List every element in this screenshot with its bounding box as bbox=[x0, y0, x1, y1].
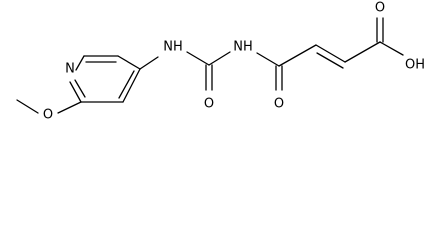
bond bbox=[75, 55, 85, 71]
bond bbox=[74, 79, 86, 98]
bond bbox=[256, 52, 280, 67]
atom-label-methoxy-o: O bbox=[43, 108, 53, 123]
bond bbox=[316, 52, 344, 69]
chemical-structure: N O NH O NH O O OH bbox=[16, 1, 425, 123]
urea-linker bbox=[139, 51, 231, 91]
atom-label-imide-nh: NH bbox=[233, 40, 253, 55]
atom-label-acid-carbonyl-o: O bbox=[375, 1, 385, 16]
bond bbox=[16, 99, 39, 114]
atom-label-aryl-nh: NH bbox=[163, 40, 183, 55]
bond bbox=[278, 44, 317, 67]
bond bbox=[57, 101, 82, 114]
bond bbox=[117, 55, 141, 70]
bond bbox=[344, 41, 381, 63]
bond bbox=[208, 51, 231, 66]
butenoic-acid-chain bbox=[256, 17, 404, 91]
atom-label-pyridine-n: N bbox=[65, 62, 75, 77]
pyridine-ring bbox=[69, 55, 141, 103]
bond bbox=[122, 68, 141, 103]
bond bbox=[69, 81, 82, 103]
bond bbox=[315, 44, 346, 63]
atom-label-urea-o: O bbox=[204, 97, 214, 112]
bond bbox=[186, 51, 210, 66]
atom-label-acid-oh: OH bbox=[405, 58, 425, 73]
atom-label-amide-o: O bbox=[274, 97, 284, 112]
bond bbox=[379, 41, 404, 56]
bond bbox=[139, 56, 159, 70]
bond bbox=[118, 70, 135, 99]
methoxy-group bbox=[16, 99, 82, 114]
